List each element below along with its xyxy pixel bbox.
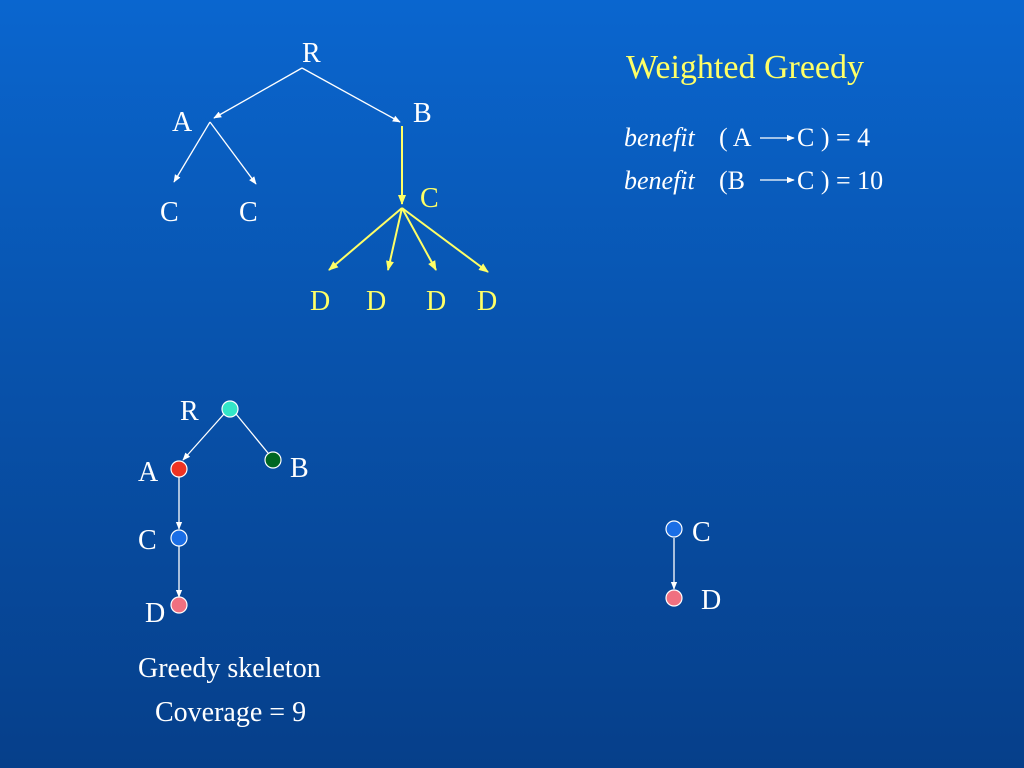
node-b (264, 451, 282, 469)
node-label-d: D (701, 585, 721, 616)
edge-c-d1 (328, 207, 403, 271)
benefit-open: (B (719, 166, 745, 195)
slide-title: Weighted Greedy (626, 49, 864, 86)
benefit-open: ( A (719, 123, 752, 152)
node-a (170, 460, 188, 478)
edge-r-a (213, 67, 303, 119)
edge-c-d2 (386, 207, 403, 271)
edge-a-c2 (209, 121, 257, 185)
node-label-c: C (138, 525, 157, 556)
node-d (170, 596, 188, 614)
benefit-formula-2: benefit (B C ) = 10 (624, 166, 883, 195)
node-label-d: D (426, 286, 446, 317)
edge-c-d4 (401, 207, 489, 273)
node-label-b: B (413, 98, 432, 129)
edge-r-b (235, 413, 269, 454)
remaining-tree: C D (665, 517, 721, 616)
edge-r-a (182, 413, 225, 461)
node-label-d: D (145, 598, 165, 629)
node-label-c: C (692, 517, 711, 548)
node-c (170, 529, 188, 547)
node-label-d: D (366, 286, 386, 317)
benefit-close: C ) = 10 (797, 166, 883, 195)
node-r (221, 400, 239, 418)
node-label-r: R (302, 38, 321, 69)
node-c (665, 520, 683, 538)
caption-line-1: Greedy skeleton (138, 653, 321, 684)
node-d (665, 589, 683, 607)
caption-coverage: Coverage = 9 (155, 697, 306, 728)
benefit-formula-1: benefit ( A C ) = 4 (624, 123, 870, 152)
edge-r-b (301, 67, 401, 123)
node-label-d: D (310, 286, 330, 317)
edge-a-c1 (173, 121, 211, 183)
node-label-a: A (172, 107, 193, 138)
edge-c-d3 (401, 207, 437, 271)
original-tree: R A B C C C D D D D (160, 38, 497, 317)
node-label-c: C (160, 197, 179, 228)
greedy-skeleton-tree: R A B C D (138, 396, 309, 629)
benefit-close: C ) = 4 (797, 123, 870, 152)
node-label-r: R (180, 396, 199, 427)
node-label-a: A (138, 457, 159, 488)
node-label-b: B (290, 453, 309, 484)
node-label-d: D (477, 286, 497, 317)
node-label-c: C (239, 197, 258, 228)
benefit-func-label: benefit (624, 166, 696, 195)
benefit-func-label: benefit (624, 123, 696, 152)
node-label-c-highlight: C (420, 183, 439, 214)
